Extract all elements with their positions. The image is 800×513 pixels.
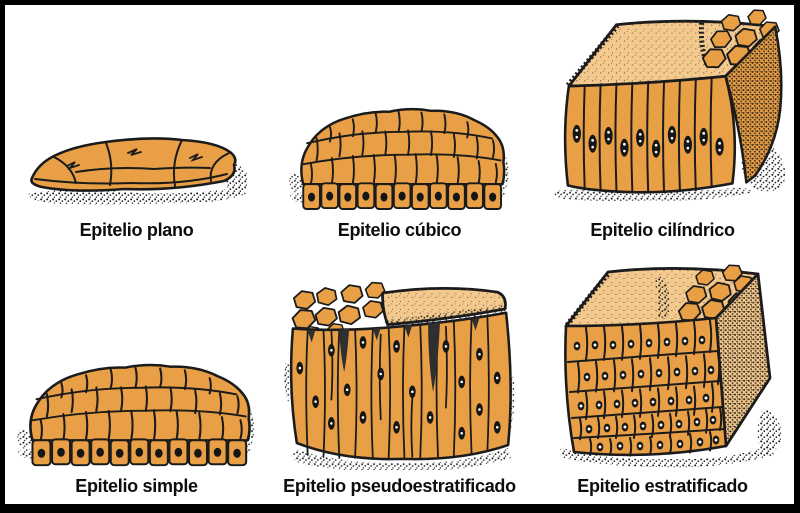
epitelio-estratificado-illustration <box>559 263 782 468</box>
epitelio-pseudoestratificado-illustration <box>283 280 515 471</box>
epitelio-pseudoestratificado-label: Epitelio pseudoestratificado <box>283 476 516 497</box>
panel-epitelio-plano: Epitelio plano <box>5 5 268 252</box>
side-face-stipple <box>725 26 781 183</box>
panel-epitelio-simple: Epitelio simple <box>5 252 268 504</box>
epitelio-plano-illustration <box>27 137 248 206</box>
squamous-slab <box>29 137 237 193</box>
nucleus-marks <box>65 148 203 171</box>
side-face-stipple <box>716 274 770 447</box>
cell-borders <box>304 316 490 460</box>
epitelio-cilindrico-art <box>551 6 789 214</box>
epitelio-cubico-illustration <box>288 108 509 211</box>
epitelio-cubico-label: Epitelio cúbico <box>337 220 462 241</box>
cell-borders <box>33 139 230 188</box>
epitelio-plano-label: Epitelio plano <box>79 220 194 241</box>
shadow-stipple <box>559 408 782 468</box>
epitelio-cilindrico-illustration <box>553 8 785 202</box>
cell-mound <box>299 108 505 186</box>
cell-layer-borders <box>567 319 725 457</box>
cobblestone-borders <box>301 110 502 186</box>
epitelio-simple-illustration <box>16 338 258 470</box>
epitelio-simple-label: Epitelio simple <box>75 476 198 497</box>
ragged-edge <box>565 271 611 327</box>
epitelio-pseudoestratificado-art <box>283 278 516 471</box>
epitelio-cilindrico-label: Epitelio cilíndrico <box>590 220 735 241</box>
basal-cell-row <box>301 182 502 211</box>
columnar-front-face <box>563 75 736 194</box>
panel-epitelio-pseudoestratificado: Epitelio pseudoestratificado <box>268 252 531 504</box>
epitelio-plano-art <box>22 102 252 214</box>
epitelio-cubico-art <box>288 82 512 214</box>
ragged-boundary <box>654 276 671 318</box>
epitelio-simple-art <box>16 338 258 470</box>
epitelio-estratificado-art <box>550 260 785 470</box>
epitelio-estratificado-label: Epitelio estratificado <box>577 476 748 497</box>
dark-wedges <box>307 317 479 392</box>
panel-epitelio-estratificado: Epitelio estratificado <box>531 252 794 504</box>
panel-epitelio-cubico: Epitelio cúbico <box>268 5 531 252</box>
ragged-boundary <box>382 305 507 330</box>
column-borders <box>582 77 713 194</box>
surface-speckle <box>382 288 505 325</box>
panel-grid: Epitelio plano <box>5 5 794 504</box>
panel-epitelio-cilindrico: Epitelio cilíndrico <box>531 5 794 252</box>
